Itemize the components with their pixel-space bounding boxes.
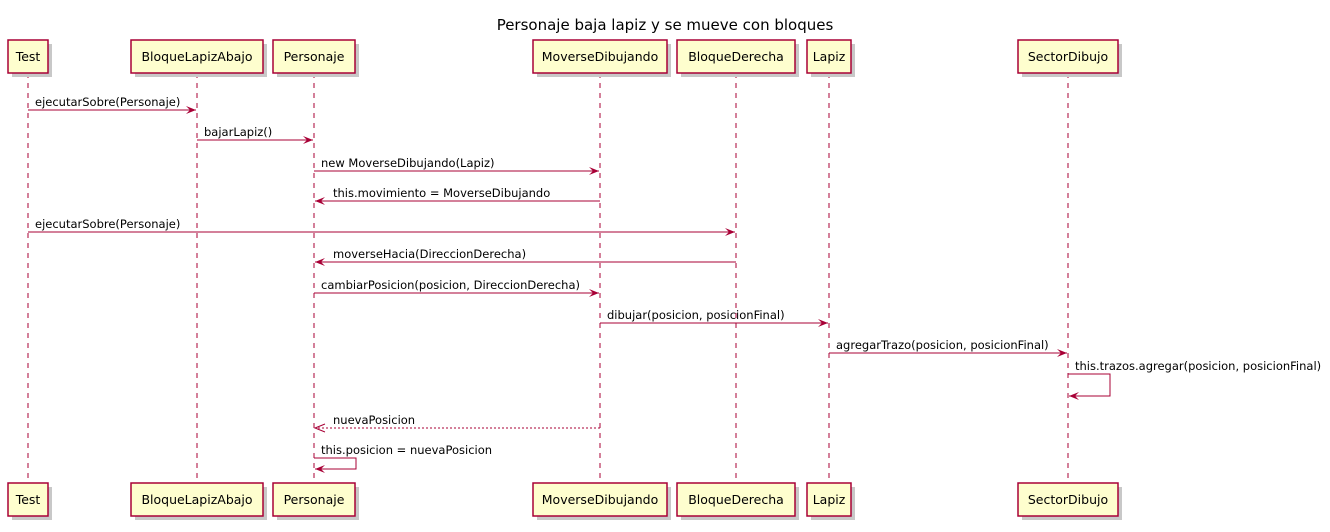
message-label: ejecutarSobre(Personaje) — [35, 217, 180, 231]
participant-box — [130, 39, 264, 74]
participant-label: MoverseDibujando — [542, 492, 658, 507]
participant-label: Personaje — [284, 49, 345, 64]
participant-sector-dibujo-bottom: SectorDibujo — [1017, 482, 1122, 520]
participant-personaje-bottom: Personaje — [272, 482, 359, 520]
message-label: bajarLapiz() — [204, 125, 272, 139]
message-line — [1068, 373, 1111, 397]
participant-box — [272, 482, 356, 517]
participant-label: Test — [15, 49, 41, 64]
participant-label: Test — [15, 492, 41, 507]
participant-bloque-lapiz-abajo-top: BloqueLapizAbajo — [130, 39, 267, 77]
participant-box — [7, 482, 49, 517]
arrow-head — [315, 197, 325, 205]
participant-bloque-lapiz-abajo-bottom: BloqueLapizAbajo — [130, 482, 267, 520]
participant-box — [130, 482, 264, 517]
message-12: this.posicion = nuevaPosicion — [314, 443, 492, 473]
participant-personaje-top: Personaje — [272, 39, 359, 77]
message-label: agregarTrazo(posicion, posicionFinal) — [836, 338, 1049, 352]
participant-box — [1017, 482, 1119, 517]
participant-label: BloqueDerecha — [688, 492, 784, 507]
participant-moverse-dibujando-bottom: MoverseDibujando — [532, 482, 671, 520]
message-4: this.movimiento = MoverseDibujando — [315, 186, 600, 205]
participant-box — [7, 39, 49, 74]
diagram-title: Personaje baja lapiz y se mueve con bloq… — [497, 16, 834, 34]
participant-test-bottom: Test — [7, 482, 52, 520]
participant-box — [532, 39, 668, 74]
message-6: moverseHacia(DireccionDerecha) — [315, 247, 736, 266]
participant-label: MoverseDibujando — [542, 49, 658, 64]
participant-label: SectorDibujo — [1028, 49, 1108, 64]
message-5: ejecutarSobre(Personaje) — [28, 217, 735, 236]
participant-label: BloqueLapizAbajo — [141, 492, 252, 507]
participant-label: BloqueDerecha — [688, 49, 784, 64]
message-label: nuevaPosicion — [333, 413, 415, 427]
message-1: ejecutarSobre(Personaje) — [28, 95, 196, 114]
arrow-head — [303, 136, 313, 144]
arrow-head — [589, 289, 599, 297]
message-line — [314, 457, 357, 470]
messages: ejecutarSobre(Personaje) bajarLapiz() new … — [28, 95, 1321, 473]
arrow-head — [1057, 349, 1067, 357]
message-label: new MoverseDibujando(Lapiz) — [321, 156, 495, 170]
arrow-head — [315, 465, 325, 473]
arrow-head — [818, 319, 828, 327]
message-label: moverseHacia(DireccionDerecha) — [333, 247, 526, 261]
participant-box — [676, 39, 796, 74]
arrow-head — [315, 258, 325, 266]
message-label: cambiarPosicion(posicion, DireccionDerec… — [321, 278, 580, 292]
participants-bottom: Test BloqueLapizAbajo Personaje MoverseDibu… — [7, 482, 1122, 520]
participant-box — [806, 482, 852, 517]
participant-bloque-derecha-top: BloqueDerecha — [676, 39, 799, 77]
lifelines — [27, 73, 1069, 483]
message-7: cambiarPosicion(posicion, DireccionDerec… — [314, 278, 599, 297]
participant-label: Lapiz — [813, 49, 846, 64]
participant-box — [272, 39, 356, 74]
participant-moverse-dibujando-top: MoverseDibujando — [532, 39, 671, 77]
arrow-head — [186, 106, 196, 114]
message-label: this.trazos.agregar(posicion, posicionFi… — [1075, 359, 1321, 373]
participants-top: Test BloqueLapizAbajo Personaje MoverseDibu… — [7, 39, 1122, 77]
arrow-head — [313, 423, 326, 433]
message-label: ejecutarSobre(Personaje) — [35, 95, 180, 109]
message-label: this.posicion = nuevaPosicion — [321, 443, 492, 457]
message-11: nuevaPosicion — [313, 413, 600, 433]
participant-lapiz-top: Lapiz — [806, 39, 855, 77]
message-3: new MoverseDibujando(Lapiz) — [314, 156, 599, 175]
participant-test-top: Test — [7, 39, 52, 77]
participant-box — [532, 482, 668, 517]
participant-label: SectorDibujo — [1028, 492, 1108, 507]
participant-label: BloqueLapizAbajo — [141, 49, 252, 64]
participant-box — [1017, 39, 1119, 74]
participant-sector-dibujo-top: SectorDibujo — [1017, 39, 1122, 77]
message-10: this.trazos.agregar(posicion, posicionFi… — [1068, 359, 1321, 400]
message-8: dibujar(posicion, posicionFinal) — [600, 308, 828, 327]
participant-label: Personaje — [284, 492, 345, 507]
message-label: dibujar(posicion, posicionFinal) — [607, 308, 785, 322]
participant-box — [806, 39, 852, 74]
message-label: this.movimiento = MoverseDibujando — [333, 186, 550, 200]
participant-lapiz-bottom: Lapiz — [806, 482, 855, 520]
message-2: bajarLapiz() — [197, 125, 313, 144]
participant-label: Lapiz — [813, 492, 846, 507]
arrow-head — [1069, 392, 1079, 400]
participant-bloque-derecha-bottom: BloqueDerecha — [676, 482, 799, 520]
message-9: agregarTrazo(posicion, posicionFinal) — [829, 338, 1067, 357]
arrow-head — [589, 167, 599, 175]
participant-box — [676, 482, 796, 517]
arrow-head — [725, 228, 735, 236]
